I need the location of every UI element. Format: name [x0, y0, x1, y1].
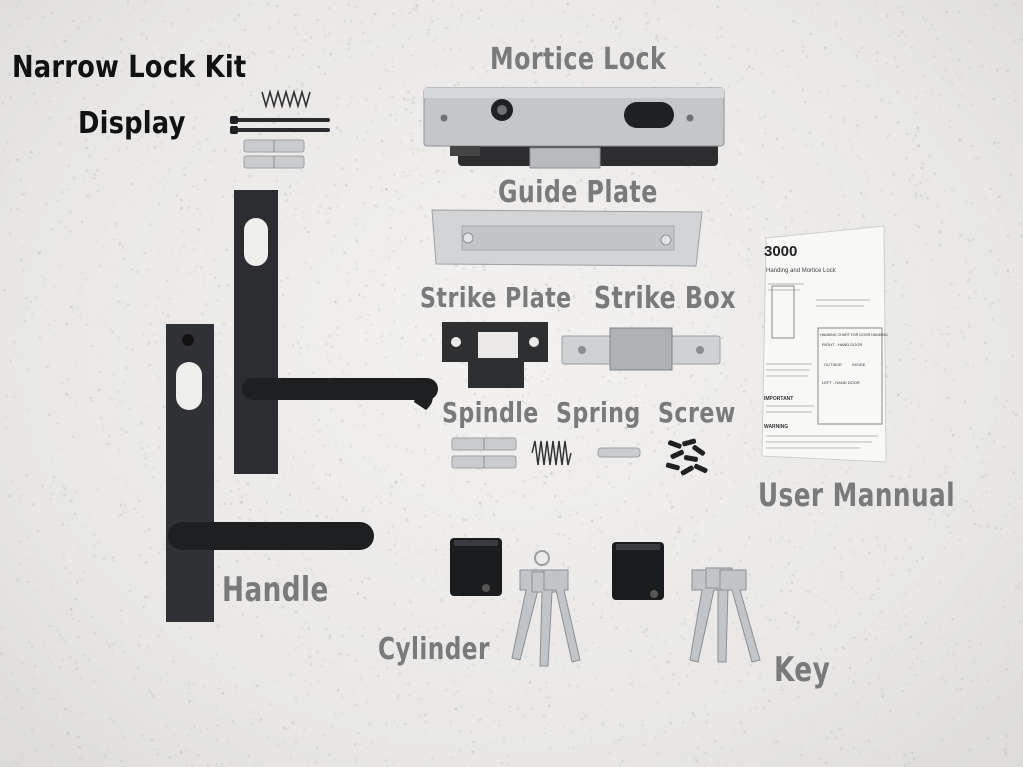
manual-right-hand: RIGHT - HAND DOOR	[822, 342, 862, 347]
label-mortice-lock: Mortice Lock	[490, 42, 667, 77]
title-line-2: Display	[78, 106, 186, 141]
title-line-1: Narrow Lock Kit	[12, 50, 247, 85]
cylinder-left	[450, 538, 502, 596]
spindles-small	[243, 139, 305, 169]
spindles	[451, 437, 517, 469]
label-spring: Spring	[556, 396, 641, 429]
screws-small	[230, 116, 330, 134]
guide-plate	[431, 209, 703, 267]
manual-warning: WARNING	[764, 424, 788, 430]
manual-outside: OUTSIDE	[824, 362, 842, 367]
manual-chart-title: HANDING CHART FOR DOOR HANDING	[820, 333, 888, 337]
label-handle: Handle	[222, 570, 329, 610]
label-screw: Screw	[658, 396, 736, 429]
label-cylinder: Cylinder	[378, 632, 490, 667]
keys-left	[511, 550, 581, 667]
strike-plate	[442, 322, 548, 388]
screws-pile	[665, 438, 708, 476]
user-manual: 3000 Handing and Mortice Lock HANDING CH…	[761, 225, 888, 463]
label-key: Key	[774, 650, 831, 690]
cylinder-right	[612, 542, 664, 600]
keys-right	[689, 567, 761, 663]
strike-box	[561, 327, 721, 371]
manual-important: IMPORTANT	[764, 396, 793, 402]
manual-brand: 3000	[764, 243, 797, 260]
small-parts-top	[230, 89, 330, 169]
mortice-lock	[423, 87, 725, 169]
spring-small	[261, 89, 311, 109]
label-spindle: Spindle	[442, 396, 539, 429]
manual-left-hand: LEFT - HAND DOOR	[822, 380, 860, 385]
label-strike-box: Strike Box	[594, 281, 736, 316]
label-strike-plate: Strike Plate	[420, 281, 572, 314]
springs	[531, 440, 641, 466]
handle-lower	[166, 324, 374, 622]
label-guide-plate: Guide Plate	[498, 175, 658, 210]
handle-upper	[234, 190, 438, 474]
manual-heading: Handing and Mortice Lock	[766, 268, 837, 274]
label-user-manual: User Mannual	[758, 476, 956, 514]
manual-inside: INSIDE	[852, 362, 866, 367]
